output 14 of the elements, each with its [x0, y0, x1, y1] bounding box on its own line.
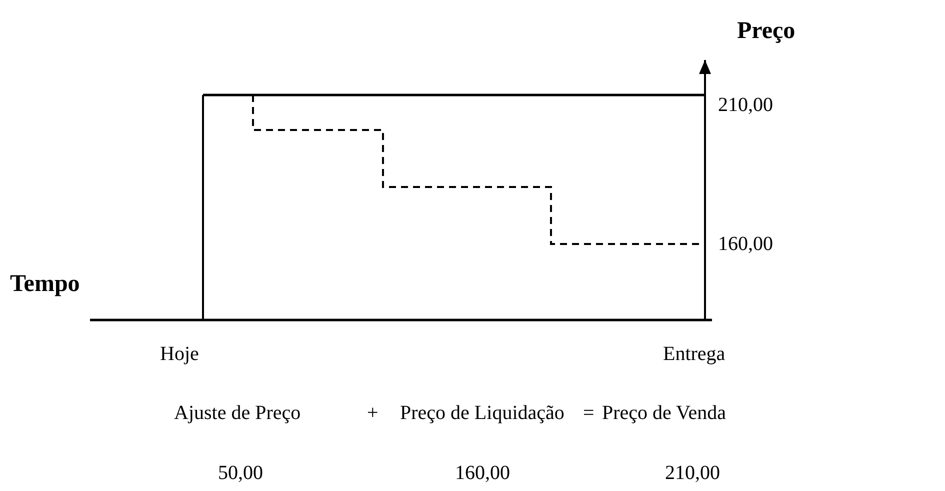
operator-sign: =: [583, 401, 594, 426]
term-label: Ajuste de Preço: [174, 401, 301, 426]
value-label: 210,00: [665, 461, 720, 486]
value-label: 50,00: [218, 461, 263, 486]
operator-sign: +: [367, 401, 378, 426]
axis-label: Preço: [737, 18, 796, 44]
time-label: Hoje: [160, 342, 199, 367]
value-label: 160,00: [718, 232, 773, 257]
value-label: 160,00: [455, 461, 510, 486]
value-label: 210,00: [718, 93, 773, 118]
term-label: Preço de Liquidação: [400, 401, 564, 426]
axis-label: Tempo: [10, 271, 80, 297]
term-label: Preço de Venda: [602, 401, 726, 426]
time-label: Entrega: [663, 342, 726, 367]
